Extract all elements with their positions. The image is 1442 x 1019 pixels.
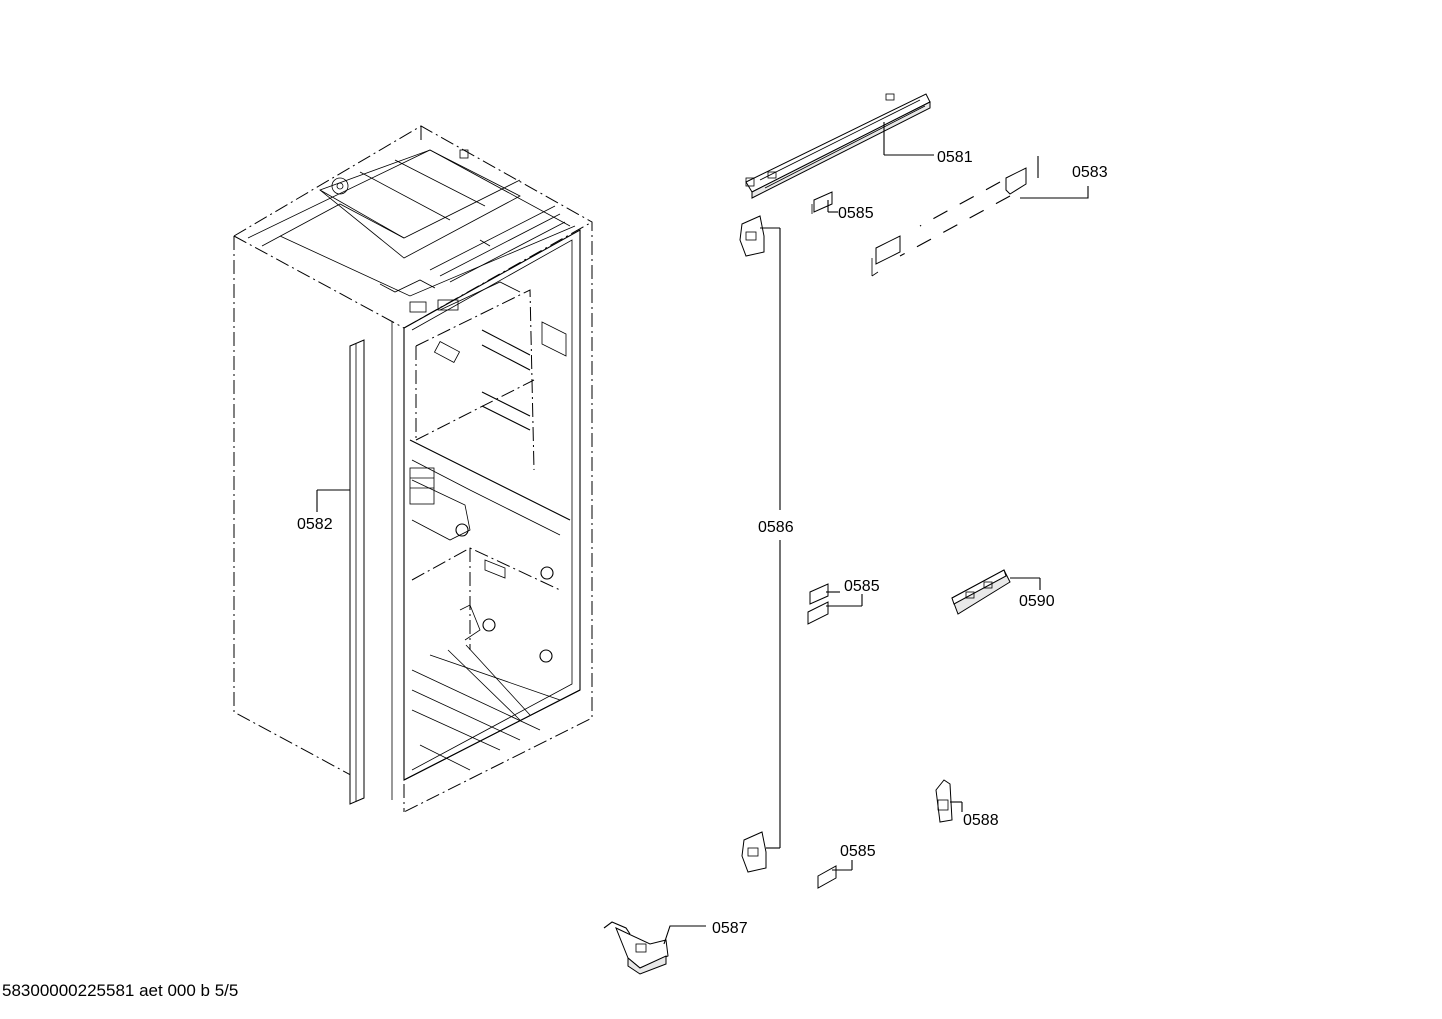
part-0587-bracket (603, 921, 706, 975)
part-0588-clip (935, 779, 963, 823)
callout-0582: 0582 (297, 516, 333, 533)
part-0582-strip (349, 339, 365, 805)
callout-0585-middle: 0585 (844, 578, 880, 595)
part-0581-rail (745, 93, 934, 199)
callout-0585-top: 0585 (838, 205, 874, 222)
part-0583-assembly (871, 156, 1089, 277)
part-0585-top (811, 191, 838, 214)
callout-0588: 0588 (963, 812, 999, 829)
callout-0587: 0587 (712, 920, 748, 937)
callout-0586: 0586 (758, 519, 794, 536)
part-0585-middle (807, 583, 863, 625)
callout-0583: 0583 (1072, 164, 1108, 181)
callout-0590: 0590 (1019, 593, 1055, 610)
callout-0581: 0581 (937, 149, 973, 166)
part-0585-bottom (817, 860, 853, 889)
document-footer-code: 58300000225581 aet 000 b 5/5 (2, 981, 239, 1000)
fridge-cabinet (233, 125, 593, 813)
callout-0585-bottom: 0585 (840, 843, 876, 860)
part-0590-block (951, 569, 1041, 615)
part-0586-hinges (739, 215, 781, 873)
